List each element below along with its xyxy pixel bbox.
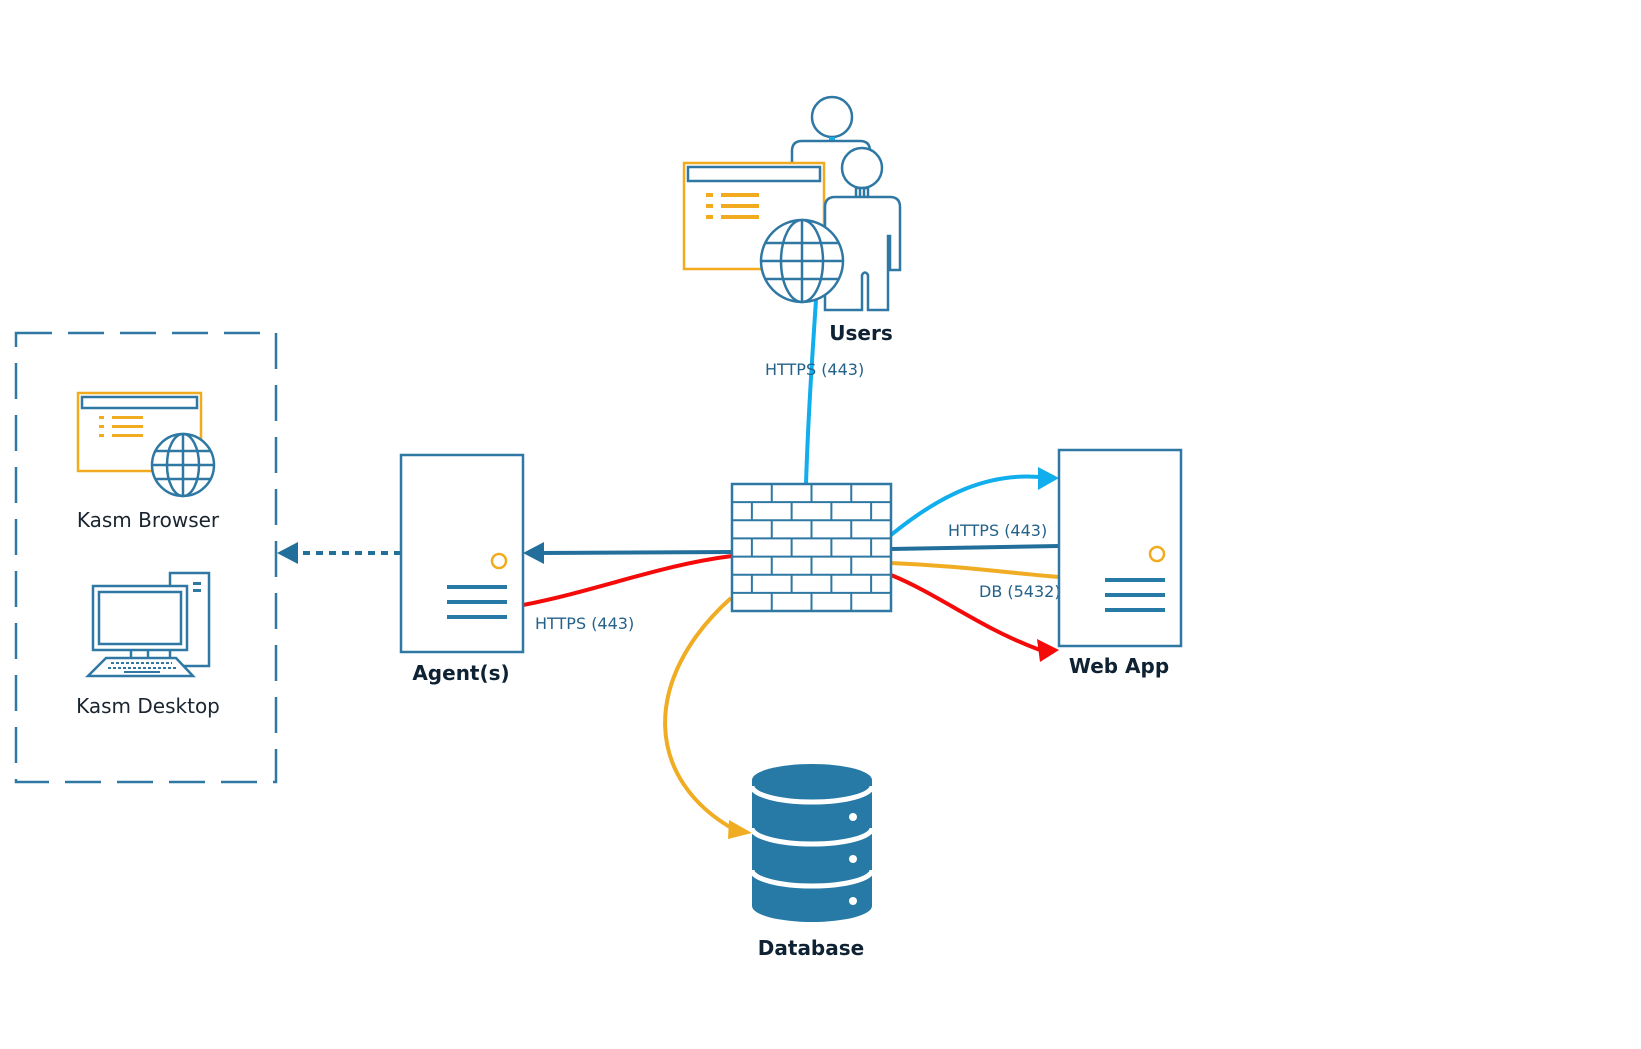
kasm-browser-label: Kasm Browser — [77, 508, 220, 532]
database-node[interactable]: Database — [749, 764, 875, 960]
edge-users-firewall[interactable] — [804, 299, 818, 485]
edge-firewall-webapp-cyan[interactable] — [889, 471, 1050, 537]
users-label: Users — [829, 321, 892, 345]
edge-firewall-webapp-https[interactable] — [890, 544, 1060, 551]
web-app-label: Web App — [1069, 654, 1169, 678]
edge-label-webapp-db: DB (5432) — [979, 582, 1061, 601]
arrowhead-agent — [523, 542, 544, 564]
kasm-desktop-label: Kasm Desktop — [76, 694, 220, 718]
users-node[interactable]: Users — [682, 95, 902, 345]
agents-label: Agent(s) — [412, 661, 509, 685]
edge-label-webapp-https: HTTPS (443) — [948, 521, 1047, 540]
agents-node[interactable]: Agent(s) — [399, 453, 525, 685]
firewall-brick-icon — [730, 482, 893, 613]
edge-firewall-webapp-db[interactable] — [890, 561, 1060, 579]
edge-label-agent-https: HTTPS (443) — [535, 614, 634, 633]
web-app-node[interactable]: Web App — [1057, 448, 1183, 678]
edge-firewall-webapp-red[interactable] — [890, 573, 1041, 652]
server-icon — [1057, 448, 1183, 648]
kasm-browser-item[interactable]: Kasm Browser — [76, 391, 220, 532]
users-with-browser-icon — [682, 95, 902, 312]
user-front-head — [840, 146, 884, 190]
database-icon — [749, 764, 875, 922]
session-group: Kasm Browser Kasm Desktop — [14, 331, 278, 784]
kasm-desktop-item[interactable]: Kasm Desktop — [76, 571, 220, 718]
arrowhead-cyan — [1038, 467, 1059, 490]
database-label: Database — [758, 936, 864, 960]
edge-label-users-https: HTTPS (443) — [765, 360, 864, 379]
edge-firewall-agent[interactable] — [539, 550, 733, 555]
user-back-head — [810, 95, 854, 139]
edge-firewall-database[interactable] — [663, 596, 736, 832]
edges — [277, 299, 1060, 839]
arrowhead-database — [728, 820, 752, 839]
server-icon — [399, 453, 525, 654]
arrowhead-red — [1037, 639, 1059, 662]
edge-agent-firewall-red[interactable] — [522, 554, 733, 607]
desktop-computer-icon — [84, 571, 211, 678]
firewall-node[interactable] — [730, 482, 893, 613]
session-group-border — [14, 331, 278, 784]
browser-globe-icon — [76, 391, 216, 498]
user-front-body — [823, 195, 902, 312]
arrowhead-sessions — [277, 542, 298, 564]
